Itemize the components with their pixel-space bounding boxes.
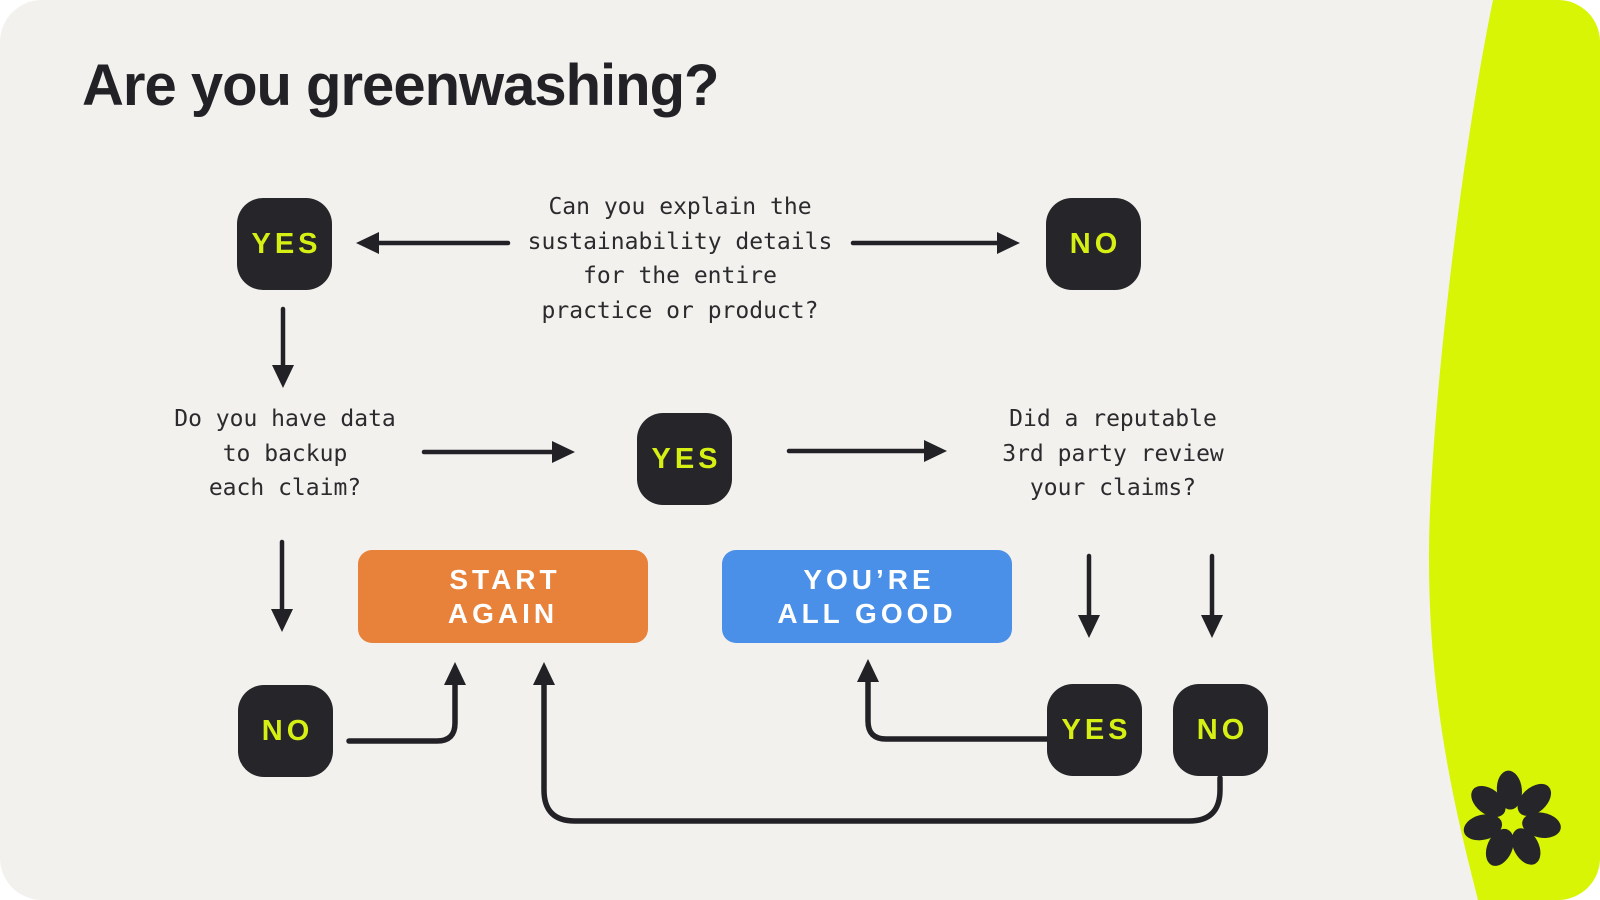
node-review-no: NO	[1173, 684, 1268, 776]
node-review-yes: YES	[1047, 684, 1142, 776]
node-backup-yes: YES	[637, 413, 732, 505]
node-explain-no: NO	[1046, 198, 1141, 290]
flower-icon	[1463, 770, 1561, 866]
node-backup-no: NO	[238, 685, 333, 777]
question-data-backup: Do you have data to backup each claim?	[174, 406, 396, 501]
page-title: Are you greenwashing?	[82, 53, 719, 118]
question-third-party-review: Did a reputable 3rd party review your cl…	[1002, 406, 1224, 501]
question-explain-sustainability: Can you explain the sustainability detai…	[527, 194, 833, 324]
outcome-start-again: START AGAIN	[358, 550, 648, 643]
node-explain-yes: YES	[237, 198, 332, 290]
outcome-all-good: YOU’RE ALL GOOD	[722, 550, 1012, 643]
